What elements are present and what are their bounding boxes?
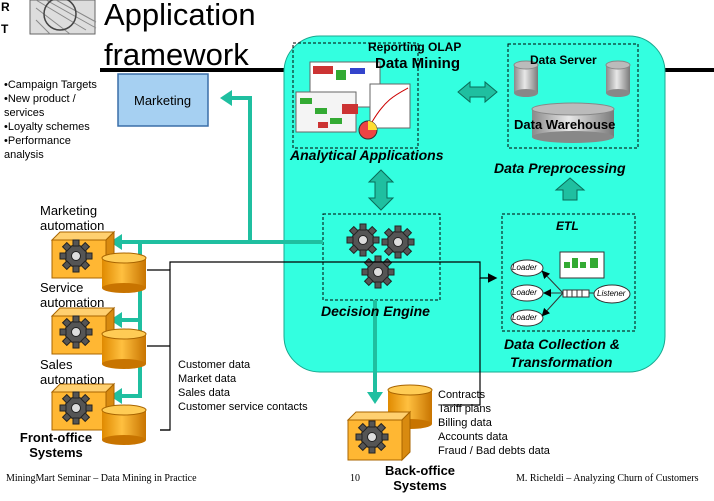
gear-icon	[59, 315, 93, 349]
data-item: Sales data	[178, 387, 230, 399]
analytics-screenshots	[295, 61, 411, 140]
engine-to-marketing-arrow	[110, 90, 383, 404]
data-item: Accounts data	[438, 431, 508, 443]
gear-icon	[361, 255, 395, 289]
logo-letter-r: R	[1, 0, 10, 14]
footer-left: MiningMart Seminar – Data Mining in Prac…	[6, 473, 197, 484]
bullet-item: •Loyalty schemes	[4, 121, 90, 133]
etl-graphic	[510, 251, 631, 327]
data-item: Tariff plans	[438, 403, 491, 415]
etl-caption-line1: Data Collection &	[504, 336, 620, 352]
bullet-item: •New product /	[4, 93, 76, 105]
loader-label: Loader	[512, 263, 537, 272]
logo-letter-t: T	[1, 22, 9, 36]
title-line1: Application	[104, 0, 256, 32]
etl-caption-line2: Transformation	[510, 354, 613, 370]
marketing-box-label: Marketing	[134, 93, 192, 108]
marketing-bullets: •Campaign Targets •New product / service…	[4, 78, 114, 162]
listener-label: Listener	[597, 289, 626, 298]
customer-data-list: Customer data Market data Sales data Cus…	[178, 358, 308, 414]
caption-line: Systems	[29, 445, 83, 460]
caption-line: Front-office	[19, 430, 93, 445]
server-cylinders	[513, 60, 631, 143]
olap-server-arrow	[457, 80, 498, 104]
data-item: Customer data	[178, 359, 251, 371]
bullet-item: •Performance	[4, 135, 71, 147]
gear-icon	[346, 223, 380, 257]
caption-line: Back-office	[384, 463, 456, 478]
etl-up-arrow	[554, 177, 586, 201]
back-office-caption: Back-office Systems	[384, 463, 456, 493]
analytical-applications-label: Analytical Applications	[290, 147, 444, 163]
loader-label: Loader	[512, 313, 537, 322]
label-line: automation	[40, 372, 105, 387]
gear-icon	[59, 391, 93, 425]
service-automation-label: Service automation	[40, 280, 104, 310]
data-server-label: Data Server	[530, 53, 597, 67]
label-line: automation	[40, 295, 105, 310]
data-warehouse-label: Data Warehouse	[514, 117, 616, 132]
olap-engine-arrow	[367, 169, 395, 211]
front-to-etl-lines	[147, 261, 498, 431]
marketing-automation-label: Marketing automation	[40, 203, 104, 233]
footer-page-number: 10	[350, 473, 360, 484]
gear-icon	[355, 420, 389, 454]
data-item: Contracts	[438, 389, 486, 401]
label-line: automation	[40, 218, 105, 233]
data-item: Customer service contacts	[178, 401, 308, 413]
data-item: Billing data	[438, 417, 492, 429]
decision-engine-label: Decision Engine	[321, 303, 430, 319]
label-line: Marketing	[40, 203, 98, 218]
data-preprocessing-label: Data Preprocessing	[494, 160, 626, 176]
loader-label: Loader	[512, 288, 537, 297]
data-item: Market data	[178, 373, 237, 385]
bullet-item: services	[4, 107, 45, 119]
marketing-box	[117, 73, 209, 127]
reporting-olap-label: Reporting OLAP	[368, 40, 462, 54]
back-office-data-list: Contracts Tariff plans Billing data Acco…	[438, 388, 550, 458]
gear-icon	[381, 225, 415, 259]
sales-automation-label: Sales automation	[40, 357, 104, 387]
label-line: Service	[40, 280, 84, 295]
bullet-item: •Campaign Targets	[4, 79, 97, 91]
etl-box	[501, 213, 636, 332]
front-office-caption: Front-office Systems	[16, 430, 96, 460]
title-line2: framework	[104, 37, 249, 72]
data-item: Fraud / Bad debts data	[438, 445, 550, 457]
decision-engine-box	[322, 213, 441, 301]
etl-title: ETL	[556, 219, 579, 233]
gear-icon	[59, 239, 93, 273]
caption-line: Systems	[393, 478, 447, 493]
footer-right: M. Richeldi – Analyzing Churn of Custome…	[516, 473, 699, 484]
olap-box	[292, 42, 419, 149]
data-mining-label: Data Mining	[375, 55, 460, 72]
data-server-box	[507, 43, 639, 149]
logo	[0, 0, 97, 40]
label-line: Sales	[40, 357, 73, 372]
bullet-item: analysis	[4, 149, 44, 161]
